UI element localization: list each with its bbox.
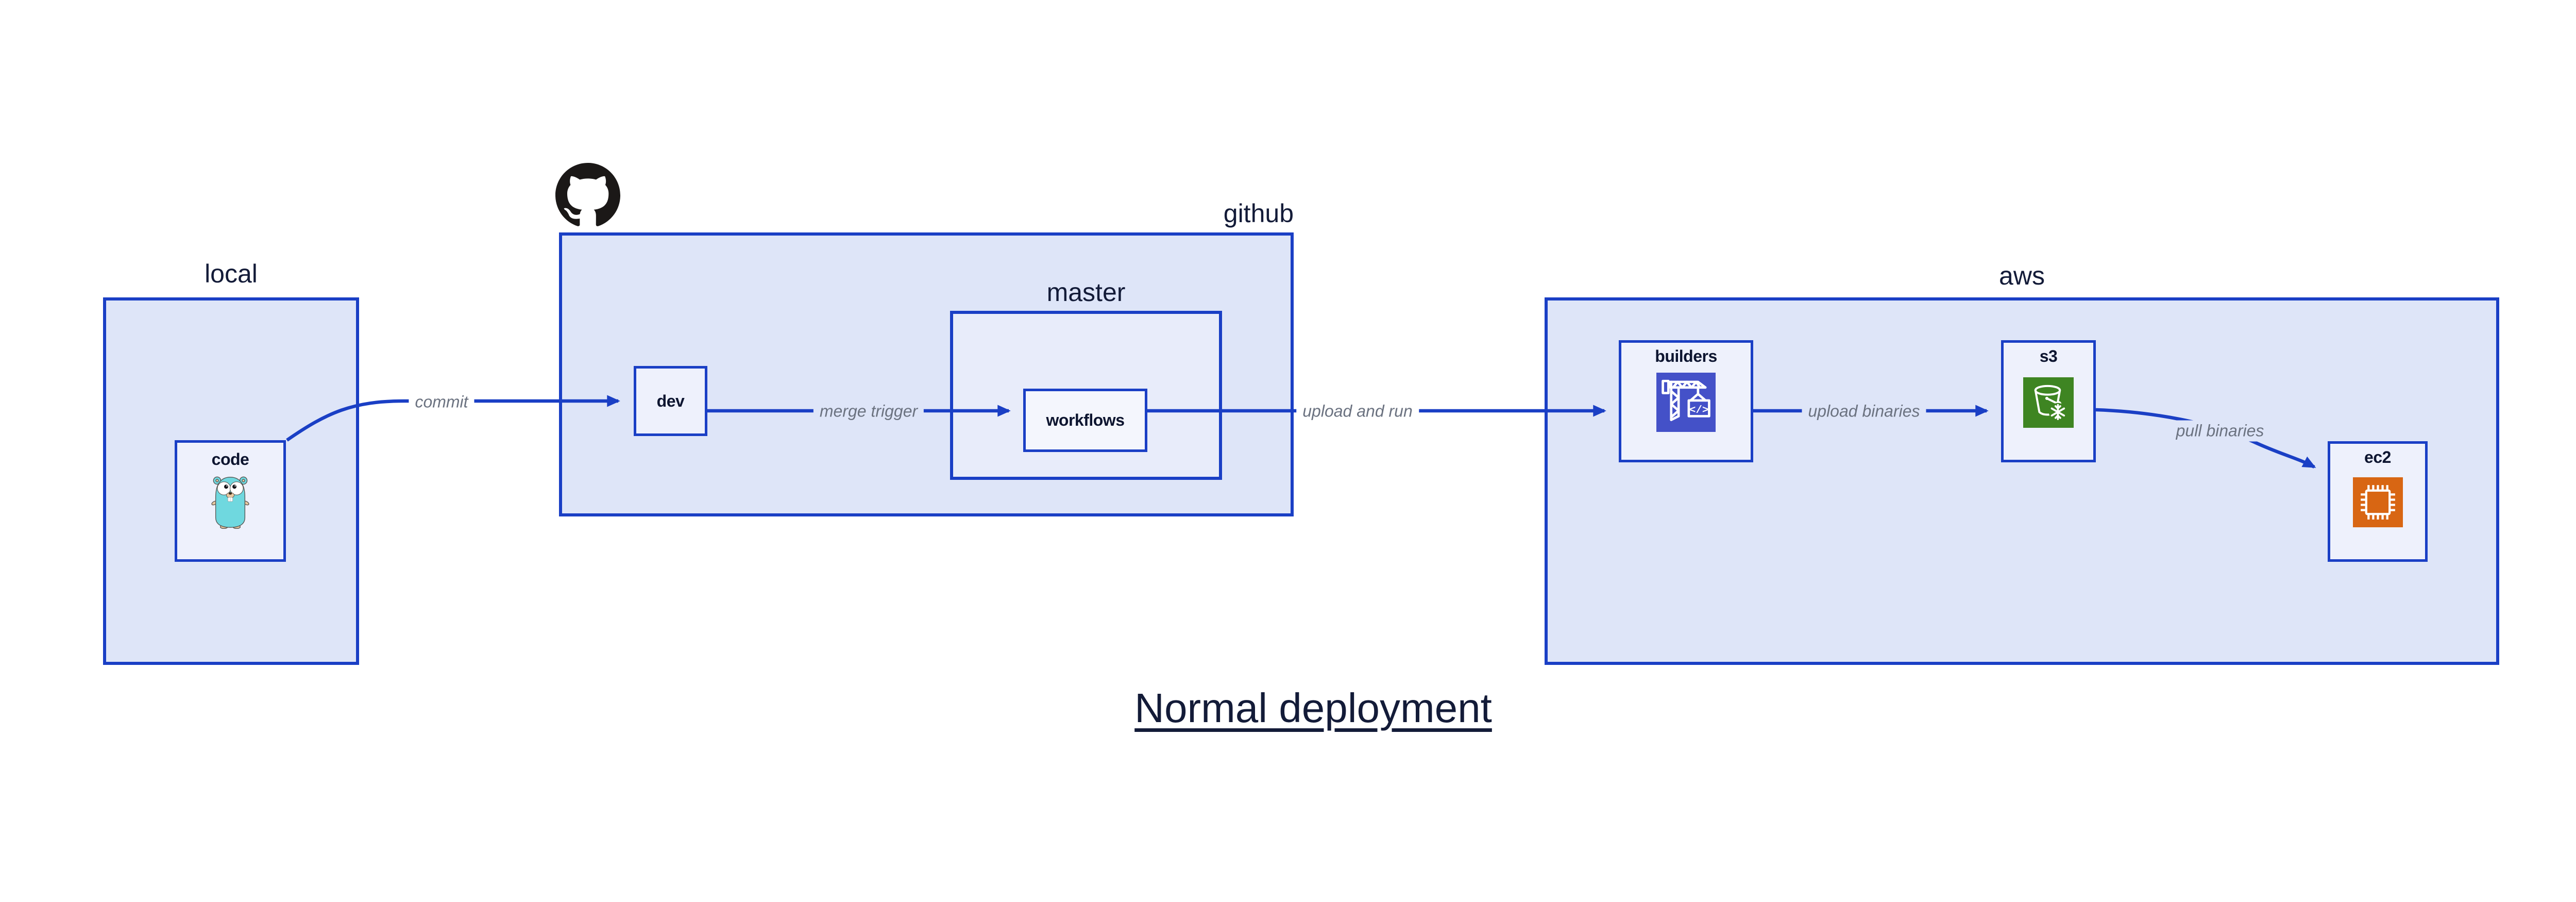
builders-label: builders [1655,347,1717,365]
edge-label-merge-trigger: merge trigger [813,400,924,422]
ec2-label: ec2 [2364,448,2391,466]
local-label: local [205,259,258,288]
workflows-node: workflows [1023,389,1147,452]
aws-ec2-chip-icon [2352,477,2403,530]
edge-label-pull-binaries: pull binaries [2170,420,2270,442]
aws-label: aws [1999,261,2045,290]
github-label: github [1223,199,1294,228]
aws-s3-glacier-bucket-icon [2023,377,2074,430]
builders-node: builders </> [1619,340,1753,462]
edge-label-commit: commit [409,391,474,413]
codebuild-code-glyph: </> [1689,405,1708,416]
ec2-node: ec2 [2328,441,2428,562]
code-node: code [175,440,286,562]
code-label: code [211,450,249,469]
aws-codebuild-icon: </> [1656,373,1716,435]
s3-node: s3 [2001,340,2096,462]
diagram-title: Normal deployment [1134,685,1492,731]
workflows-label: workflows [1046,411,1125,429]
github-octocat-icon [555,163,620,228]
s3-label: s3 [2039,347,2058,365]
edge-label-upload-and-run: upload and run [1296,400,1419,422]
go-gopher-icon [211,475,250,531]
master-label: master [1046,278,1126,307]
dev-label: dev [656,391,685,410]
dev-node: dev [634,366,707,436]
edge-label-upload-binaries: upload binaries [1802,400,1926,422]
